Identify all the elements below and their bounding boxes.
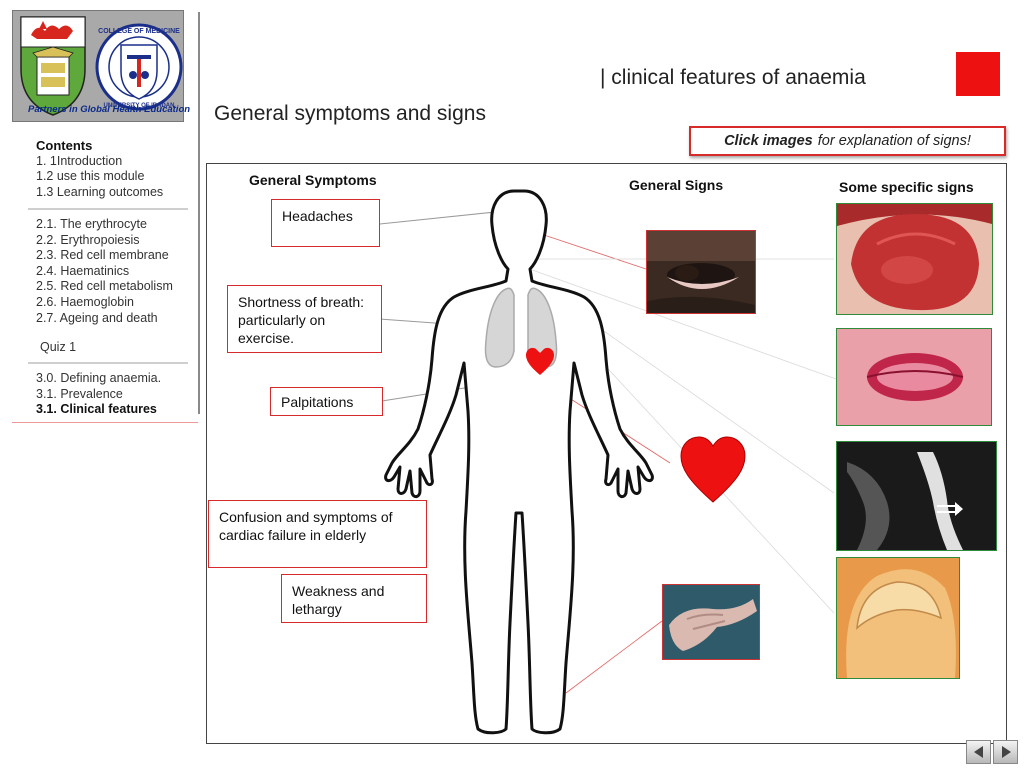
toc-item[interactable]: 1.3 Learning outcomes — [36, 184, 164, 199]
toc-separator — [28, 362, 188, 364]
symptom-headaches: Headaches — [271, 199, 380, 247]
human-body-outline — [384, 189, 654, 735]
glossitis-tongue-image[interactable] — [836, 203, 993, 315]
section-subtitle: General symptoms and signs — [214, 102, 486, 125]
toc-item-quiz[interactable]: Quiz 1 — [40, 340, 77, 354]
logo-block: COLLEGE OF MEDICINE UNIVERSITY OF IBADAN — [12, 10, 184, 122]
symptom-shortness-of-breath: Shortness of breath: particularly on exe… — [227, 285, 382, 353]
general-signs-header: General Signs — [629, 177, 724, 193]
accent-square — [956, 52, 1000, 96]
oesophageal-web-xray-image[interactable] — [836, 441, 997, 551]
toc-item-active[interactable]: 3.1. Clinical features — [36, 402, 157, 417]
heart-icon[interactable] — [680, 436, 746, 504]
page-title: | clinical features of anaemia — [600, 66, 866, 89]
toc-item[interactable]: 2.5. Red cell metabolism — [36, 279, 173, 294]
toc-group-anaemia: 3.0. Defining anaemia. 3.1. Prevalence 3… — [36, 371, 161, 418]
body-diagram — [379, 189, 837, 735]
toc-item[interactable]: 3.0. Defining anaemia. — [36, 371, 162, 385]
slide-navigation — [966, 740, 1020, 766]
specific-signs-header: Some specific signs — [839, 179, 974, 195]
toc-item[interactable]: 2.7. Ageing and death — [36, 310, 158, 325]
toc-item[interactable]: 2.3. Red cell membrane — [36, 248, 169, 263]
university-shield-logo — [20, 16, 86, 116]
svg-text:UNIVERSITY OF IBADAN: UNIVERSITY OF IBADAN — [104, 103, 175, 109]
pale-conjunctiva-image[interactable] — [646, 230, 756, 314]
main-panel — [206, 163, 1007, 744]
prev-button[interactable] — [966, 740, 991, 764]
general-symptoms-header: General Symptoms — [249, 172, 377, 188]
toc-item[interactable]: 2.2. Erythropoiesis — [36, 232, 140, 247]
click-images-notice: Click images for explanation of signs! — [689, 126, 1006, 156]
toc-item[interactable]: 2.1. The erythrocyte — [36, 217, 147, 231]
arrow-right-icon — [1001, 746, 1011, 758]
toc-separator — [28, 208, 188, 210]
symptom-confusion-cardiac-failure: Confusion and symptoms of cardiac failur… — [208, 500, 427, 568]
svg-text:COLLEGE OF MEDICINE: COLLEGE OF MEDICINE — [98, 28, 180, 35]
arrow-left-icon — [973, 746, 983, 758]
sidebar-divider — [198, 12, 200, 414]
toc-heading: Contents — [36, 138, 93, 153]
angular-stomatitis-image[interactable] — [836, 328, 992, 426]
toc-bottom-rule — [12, 422, 198, 423]
logo-tagline: Partners in Global Health Education — [28, 104, 191, 115]
toc-item[interactable]: 1.2 use this module — [36, 169, 145, 184]
toc-item[interactable]: 1. 1Introduction — [36, 153, 123, 168]
toc-item[interactable]: 2.6. Haemoglobin — [36, 294, 134, 309]
symptom-weakness-lethargy: Weakness and lethargy — [281, 574, 427, 623]
lungs-icon — [484, 287, 558, 368]
next-button[interactable] — [993, 740, 1018, 764]
college-seal-logo: COLLEGE OF MEDICINE UNIVERSITY OF IBADAN — [95, 23, 183, 111]
symptom-palpitations: Palpitations — [270, 387, 383, 416]
notice-bold: Click images — [724, 133, 813, 149]
notice-rest: for explanation of signs! — [817, 133, 971, 149]
heart-icon[interactable] — [526, 347, 554, 375]
logo-crests: COLLEGE OF MEDICINE UNIVERSITY OF IBADAN — [20, 16, 183, 116]
toc-group-physiology: 2.1. The erythrocyte 2.2. Erythropoiesis… — [36, 217, 173, 326]
pale-hands-image[interactable] — [662, 584, 760, 660]
toc-item[interactable]: 3.1. Prevalence — [36, 386, 123, 401]
koilonychia-nail-image[interactable] — [836, 557, 960, 679]
toc-item[interactable]: 2.4. Haematinics — [36, 263, 130, 278]
toc-group-contents: Contents 1. 1Introduction 1.2 use this m… — [36, 138, 163, 200]
